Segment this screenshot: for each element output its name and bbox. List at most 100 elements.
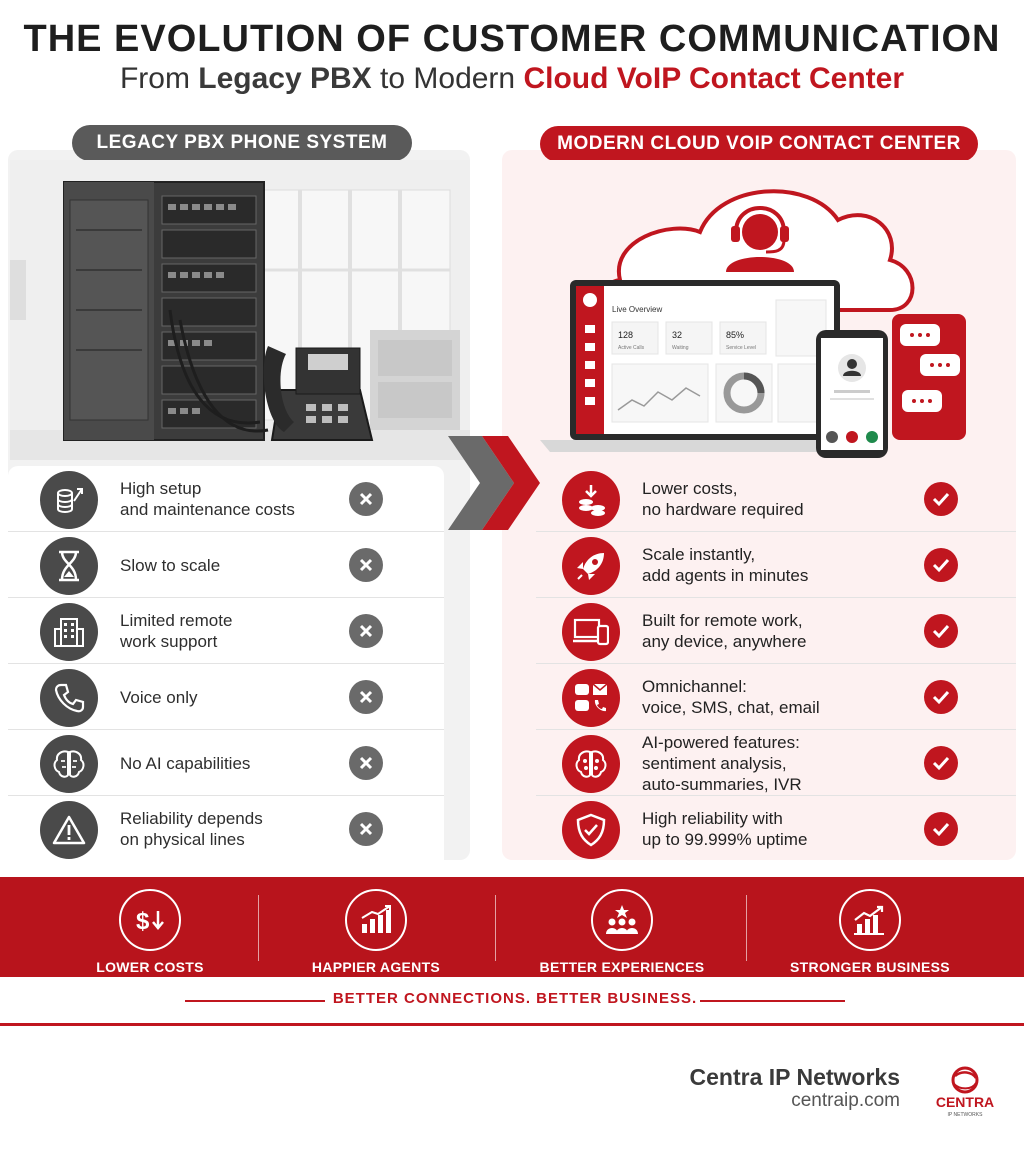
modern-item-label: Lower costs, no hardware required	[642, 479, 804, 519]
bar-chart-up-icon	[839, 889, 901, 951]
legacy-heading: LEGACY PBX PHONE SYSTEM	[72, 125, 412, 161]
benefit-divider	[258, 895, 259, 961]
stat-active-value: 128	[618, 330, 633, 340]
list-item: Voice only	[8, 664, 444, 730]
cloud-contact-center-illustration: Live Overview 128 Active Calls 32 Waitin…	[520, 160, 1010, 460]
modern-feature-list: Lower costs, no hardware required Scale …	[536, 466, 1016, 862]
list-item: Scale instantly, add agents in minutes	[536, 532, 1016, 598]
x-mark-icon	[349, 746, 383, 780]
omnichannel-icon	[562, 669, 620, 727]
page-title: THE EVOLUTION OF CUSTOMER COMMUNICATION	[23, 18, 1001, 60]
check-mark-icon	[924, 746, 958, 780]
logo-subtext: IP NETWORKS	[948, 1112, 984, 1118]
legacy-feature-list: High setup and maintenance costs Slow to…	[8, 466, 444, 862]
legacy-item-label: Voice only	[120, 687, 198, 707]
stat-waiting-label: Waiting	[672, 345, 689, 351]
modern-item-label: High reliability with up to 99.999% upti…	[642, 809, 808, 849]
dollar-down-icon: $	[119, 889, 181, 951]
centra-logo: CENTRA IP NETWORKS	[936, 1066, 994, 1118]
benefit-better-experiences: BETTER EXPERIENCES	[522, 877, 722, 977]
x-mark-icon	[349, 482, 383, 516]
x-mark-icon	[349, 680, 383, 714]
stat-service-label: Service Level	[726, 345, 756, 351]
coins-down-icon	[562, 471, 620, 529]
stat-active-label: Active Calls	[618, 345, 645, 351]
tagline-row: BETTER CONNECTIONS. BETTER BUSINESS.	[185, 990, 845, 1012]
stat-service-value: 85%	[726, 330, 744, 340]
dashboard-title: Live Overview	[612, 305, 662, 314]
legacy-item-label: Reliability depends on physical lines	[120, 809, 263, 849]
phone-handset-icon	[40, 669, 98, 727]
shield-check-icon	[562, 801, 620, 859]
list-item: Limited remote work support	[8, 598, 444, 664]
legacy-item-label: Slow to scale	[120, 555, 221, 575]
rocket-icon	[562, 537, 620, 595]
modern-item-label: Scale instantly, add agents in minutes	[642, 545, 809, 585]
footer-rule	[0, 1023, 1024, 1026]
transition-arrow-icon	[448, 436, 540, 530]
office-building-icon	[40, 603, 98, 661]
tagline-line-left	[185, 1000, 325, 1002]
list-item: No AI capabilities	[8, 730, 444, 796]
legacy-item-label: No AI capabilities	[120, 753, 251, 773]
stat-waiting-value: 32	[672, 330, 682, 340]
coins-up-icon	[40, 471, 98, 529]
list-item: High setup and maintenance costs	[8, 466, 444, 532]
svg-text:$: $	[136, 908, 150, 935]
x-mark-icon	[349, 614, 383, 648]
subtitle-legacy: Legacy PBX	[198, 62, 372, 95]
benefit-label: LOWER COSTS	[96, 959, 204, 975]
modern-heading: MODERN CLOUD VOIP CONTACT CENTER	[540, 126, 978, 162]
company-name: Centra IP Networks	[689, 1064, 900, 1090]
benefit-divider	[746, 895, 747, 961]
legacy-item-label: Limited remote work support	[120, 611, 233, 651]
benefits-band: $ LOWER COSTS HAPPIER AGENTS BETTER EXPE…	[0, 877, 1024, 977]
modern-item-label: Omnichannel: voice, SMS, chat, email	[642, 677, 820, 717]
brain-icon	[40, 735, 98, 793]
company-website: centraip.com	[791, 1090, 900, 1111]
check-mark-icon	[924, 548, 958, 582]
check-mark-icon	[924, 812, 958, 846]
logo-wordmark: CENTRA	[936, 1094, 994, 1110]
benefit-happier-agents: HAPPIER AGENTS	[286, 877, 466, 977]
page-subtitle: From Legacy PBX to Modern Cloud VoIP Con…	[0, 62, 1024, 96]
check-mark-icon	[924, 680, 958, 714]
server-rack	[63, 181, 269, 441]
hourglass-icon	[40, 537, 98, 595]
legacy-item-label: High setup and maintenance costs	[120, 479, 295, 519]
list-item: High reliability with up to 99.999% upti…	[536, 796, 1016, 862]
list-item: Built for remote work, any device, anywh…	[536, 598, 1016, 664]
benefit-stronger-business: STRONGER BUSINESS	[780, 877, 960, 977]
devices-icon	[562, 603, 620, 661]
tagline: BETTER CONNECTIONS. BETTER BUSINESS.	[332, 990, 698, 1007]
subtitle-cloud: Cloud VoIP Contact Center	[523, 62, 905, 95]
ai-brain-icon	[562, 735, 620, 793]
x-mark-icon	[349, 812, 383, 846]
desk-phone	[263, 346, 374, 441]
benefit-divider	[495, 895, 496, 961]
check-mark-icon	[924, 482, 958, 516]
list-item: Lower costs, no hardware required	[536, 466, 1016, 532]
check-mark-icon	[924, 614, 958, 648]
growth-chart-icon	[345, 889, 407, 951]
modern-item-label: Built for remote work, any device, anywh…	[642, 611, 807, 651]
benefit-label: STRONGER BUSINESS	[790, 959, 950, 975]
modern-item-label: AI-powered features: sentiment analysis,…	[642, 732, 802, 794]
x-mark-icon	[349, 548, 383, 582]
subtitle-prefix: From	[119, 62, 199, 95]
chat-bubbles-icon	[892, 314, 966, 440]
benefit-lower-costs: $ LOWER COSTS	[60, 877, 240, 977]
smartphone	[816, 330, 888, 458]
list-item: Slow to scale	[8, 532, 444, 598]
benefit-label: HAPPIER AGENTS	[311, 959, 441, 975]
list-item: AI-powered features: sentiment analysis,…	[536, 730, 1016, 796]
people-star-icon	[591, 889, 653, 951]
pbx-illustration	[10, 160, 470, 460]
warning-icon	[40, 801, 98, 859]
agent-headset-icon	[726, 206, 794, 272]
tagline-line-right	[700, 1000, 845, 1002]
benefit-label: BETTER EXPERIENCES	[539, 959, 705, 975]
subtitle-middle: to Modern	[371, 62, 524, 95]
list-item: Omnichannel: voice, SMS, chat, email	[536, 664, 1016, 730]
list-item: Reliability depends on physical lines	[8, 796, 444, 862]
